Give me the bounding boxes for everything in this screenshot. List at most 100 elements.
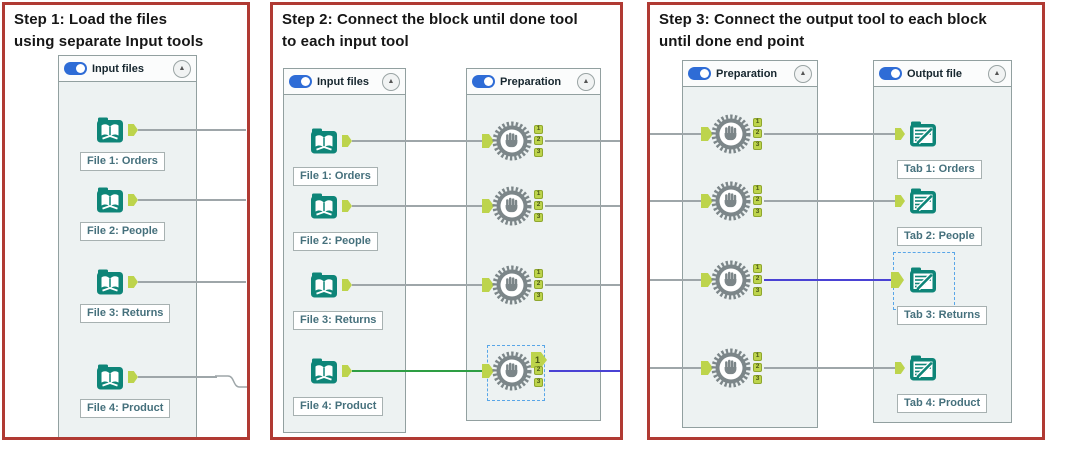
connection-wire-curved[interactable] [215,375,250,391]
connection-wire[interactable] [764,200,895,202]
input-anchor[interactable] [895,362,905,374]
connection-wire[interactable] [138,281,246,283]
input-anchor[interactable] [895,128,905,140]
tool-annotation[interactable]: File 4: Product [293,397,384,416]
tool-annotation[interactable]: File 4: Product [80,399,171,418]
tool-annotation[interactable]: File 1: Orders [293,167,378,186]
input-data-tool[interactable] [308,125,340,157]
connection-wire[interactable] [650,200,701,202]
input-data-tool[interactable] [94,184,126,216]
block-until-done-tool-selected[interactable] [491,350,533,392]
input-data-tool[interactable] [308,269,340,301]
tool-annotation[interactable]: File 1: Orders [80,152,165,171]
output-anchor-3[interactable]: 3 [534,148,543,157]
connection-wire-selected[interactable] [549,370,620,372]
connection-wire[interactable] [352,140,482,142]
output-anchor-1[interactable]: 1 [534,125,543,134]
output-anchor-1[interactable]: 1 [753,185,762,194]
input-anchor[interactable] [482,278,494,292]
output-anchor-2[interactable]: 2 [753,129,762,138]
tool-annotation[interactable]: Tab 2: People [897,227,982,246]
connection-wire[interactable] [764,133,895,135]
output-anchor-1[interactable]: 1 [531,352,547,368]
block-until-done-tool[interactable] [710,180,752,222]
output-anchor-3[interactable]: 3 [753,141,762,150]
output-anchor-2[interactable]: 2 [534,280,543,289]
tool-annotation[interactable]: Tab 1: Orders [897,160,982,179]
input-data-tool[interactable] [308,355,340,387]
input-anchor[interactable] [701,194,713,208]
tool-annotation[interactable]: File 2: People [80,222,165,241]
connection-wire[interactable] [545,140,620,142]
connection-wire[interactable] [352,205,482,207]
output-anchor-2[interactable]: 2 [534,201,543,210]
input-data-tool[interactable] [94,114,126,146]
output-anchor[interactable] [128,371,138,383]
connection-wire[interactable] [138,129,246,131]
output-data-tool[interactable] [907,185,939,217]
output-anchor-3[interactable]: 3 [534,213,543,222]
output-anchor-2[interactable]: 2 [534,366,543,375]
connection-wire[interactable] [545,205,620,207]
output-data-tool[interactable] [907,118,939,150]
input-anchor-selected[interactable] [891,272,904,288]
container-enable-toggle[interactable] [472,75,495,88]
output-anchor-3[interactable]: 3 [534,292,543,301]
output-anchor-2[interactable]: 2 [753,275,762,284]
output-anchor-2[interactable]: 2 [534,136,543,145]
container-enable-toggle[interactable] [64,62,87,75]
container-enable-toggle[interactable] [879,67,902,80]
output-data-tool-selected[interactable] [907,264,939,296]
input-anchor[interactable] [701,361,713,375]
tool-annotation[interactable]: File 3: Returns [293,311,384,330]
connection-wire[interactable] [352,284,482,286]
connection-wire[interactable] [650,133,701,135]
input-anchor[interactable] [701,127,713,141]
collapse-button[interactable]: ▲ [173,59,191,78]
tool-annotation[interactable]: File 3: Returns [80,304,171,323]
output-anchor[interactable] [128,124,138,136]
output-anchor-3[interactable]: 3 [753,287,762,296]
tool-annotation[interactable]: Tab 3: Returns [897,306,988,325]
container-enable-toggle[interactable] [688,67,711,80]
connection-wire[interactable] [138,199,246,201]
block-until-done-tool[interactable] [491,120,533,162]
output-anchor-1[interactable]: 1 [534,269,543,278]
connection-wire-active[interactable] [352,370,484,372]
output-anchor[interactable] [342,135,352,147]
output-anchor[interactable] [128,276,138,288]
output-anchor-2[interactable]: 2 [753,196,762,205]
block-until-done-tool[interactable] [710,347,752,389]
output-anchor[interactable] [342,200,352,212]
input-data-tool[interactable] [308,190,340,222]
input-data-tool[interactable] [94,266,126,298]
input-anchor[interactable] [701,273,713,287]
output-anchor[interactable] [342,365,352,377]
connection-wire[interactable] [545,284,620,286]
output-anchor-2[interactable]: 2 [753,363,762,372]
output-anchor-1[interactable]: 1 [534,190,543,199]
container-enable-toggle[interactable] [289,75,312,88]
output-anchor-1[interactable]: 1 [753,264,762,273]
block-until-done-tool[interactable] [710,259,752,301]
input-anchor[interactable] [482,364,494,378]
output-anchor-3[interactable]: 3 [534,378,543,387]
output-data-tool[interactable] [907,352,939,384]
tool-annotation[interactable]: File 2: People [293,232,378,251]
tool-annotation[interactable]: Tab 4: Product [897,394,988,413]
block-until-done-tool[interactable] [491,185,533,227]
input-anchor[interactable] [482,199,494,213]
collapse-button[interactable]: ▲ [988,64,1006,83]
input-anchor[interactable] [482,134,494,148]
output-anchor-3[interactable]: 3 [753,375,762,384]
connection-wire[interactable] [650,279,701,281]
output-anchor-1[interactable]: 1 [753,352,762,361]
collapse-button[interactable]: ▲ [577,72,595,91]
collapse-button[interactable]: ▲ [382,72,400,91]
connection-wire-selected[interactable] [764,279,893,281]
output-anchor-3[interactable]: 3 [753,208,762,217]
output-anchor-1[interactable]: 1 [753,118,762,127]
output-anchor[interactable] [342,279,352,291]
input-anchor[interactable] [895,195,905,207]
connection-wire[interactable] [764,367,895,369]
